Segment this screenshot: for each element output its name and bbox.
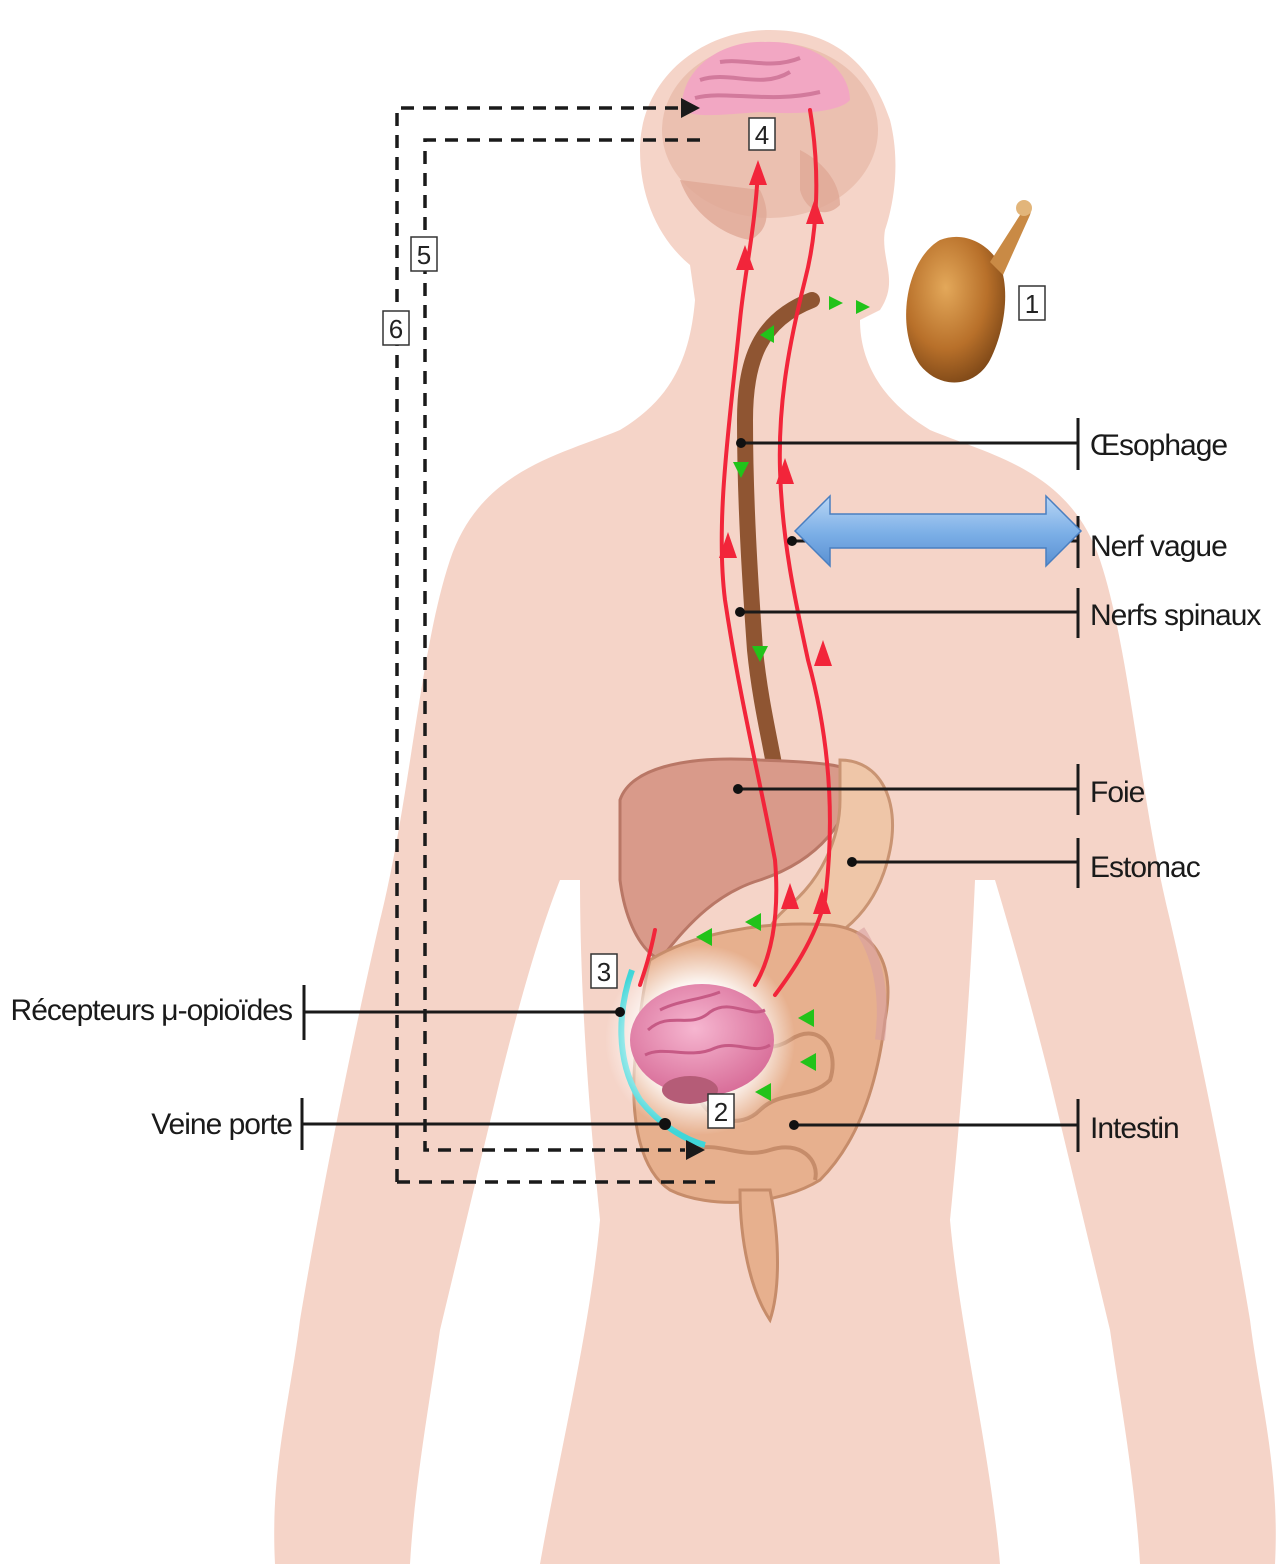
label-estomac: Estomac: [1090, 851, 1201, 884]
chicken-leg-icon: [906, 200, 1032, 382]
label-veine-porte: Veine porte: [151, 1108, 292, 1141]
label-recepteurs: Récepteurs μ-opioïdes: [11, 994, 292, 1027]
step-2-marker: 2: [708, 1094, 734, 1128]
svg-text:6: 6: [389, 314, 403, 344]
label-nerf-vague: Nerf vague: [1090, 530, 1227, 563]
step-3-marker: 3: [591, 954, 617, 988]
label-foie: Foie: [1090, 776, 1145, 809]
step-1-marker: 1: [1019, 286, 1045, 320]
svg-text:3: 3: [597, 957, 611, 987]
svg-text:5: 5: [417, 240, 431, 270]
svg-text:2: 2: [714, 1097, 728, 1127]
label-intestin: Intestin: [1090, 1112, 1179, 1145]
step-6-marker: 6: [383, 311, 409, 345]
label-nerfs-spinaux: Nerfs spinaux: [1090, 599, 1261, 632]
label-oesophage: Œsophage: [1090, 429, 1227, 462]
svg-text:1: 1: [1025, 289, 1039, 319]
svg-text:4: 4: [755, 120, 769, 150]
step-5-marker: 5: [411, 237, 437, 271]
step-4-marker: 4: [749, 118, 775, 150]
